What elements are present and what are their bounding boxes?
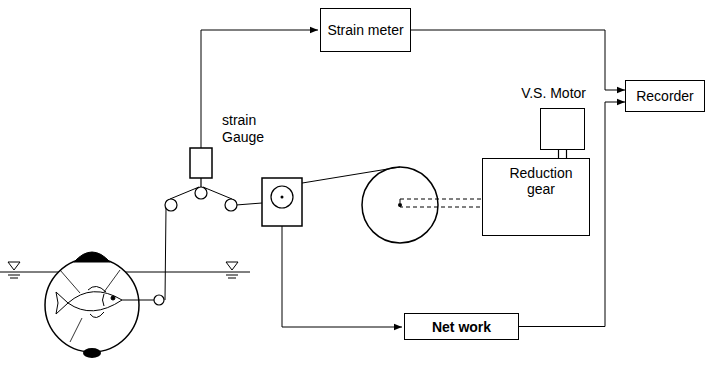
gauge-stem	[200, 178, 201, 187]
motor-box: V.S. Motor	[540, 108, 585, 150]
cage-sphere	[45, 258, 139, 352]
meter-box: Strain meter	[320, 8, 411, 52]
strain-gauge	[190, 148, 212, 178]
node-heading: V.S. Motor	[521, 85, 586, 101]
cage-wire	[60, 270, 80, 293]
cage-wire	[70, 318, 82, 342]
part-label: strain Gauge	[222, 112, 270, 146]
pulley-axle	[281, 196, 284, 199]
winding-drum	[362, 167, 438, 243]
pulley	[154, 187, 237, 305]
fish	[56, 286, 122, 317]
drive-shaft	[400, 199, 492, 207]
pulley-wheel	[271, 186, 293, 208]
cage-wire	[104, 270, 120, 292]
float	[74, 252, 110, 262]
shaft-line	[558, 150, 559, 158]
node-label: Reduction gear	[497, 165, 585, 197]
network-box: Net work	[404, 313, 519, 340]
node-label: Net work	[432, 319, 491, 335]
gear-box: Reduction gear	[482, 158, 590, 236]
connector	[411, 30, 625, 90]
node-label: Strain meter	[327, 22, 403, 38]
weight	[83, 348, 101, 358]
connector-line	[411, 30, 625, 90]
signal-wire	[201, 30, 318, 148]
pulley-box	[262, 178, 302, 226]
shaft-line	[566, 150, 567, 158]
rope	[122, 167, 400, 300]
drum-axle	[398, 203, 402, 207]
node-label: Recorder	[636, 88, 694, 104]
recorder-box: Recorder	[625, 80, 705, 112]
connector	[559, 150, 567, 158]
signal-wire	[282, 226, 402, 327]
